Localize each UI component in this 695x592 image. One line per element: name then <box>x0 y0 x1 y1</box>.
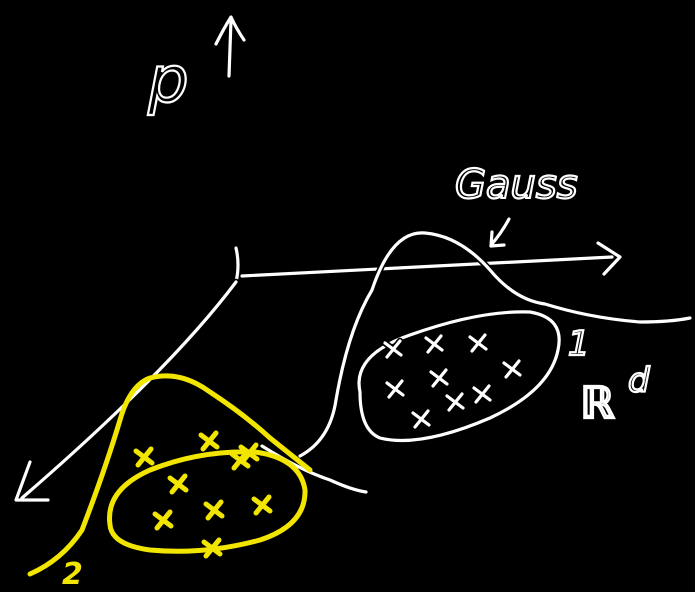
cluster-2-outline <box>107 449 308 554</box>
x-mark-icon <box>198 430 220 452</box>
x-mark-icon <box>167 473 189 495</box>
arrow-down-left-icon <box>12 278 240 504</box>
cluster-2-points <box>133 430 273 559</box>
x-mark-icon <box>152 509 174 531</box>
x-mark-icon <box>251 494 273 516</box>
x-mark-icon <box>422 332 446 356</box>
cluster-2-strokes <box>27 373 313 577</box>
x-mark-icon <box>427 366 451 390</box>
x-mark-icon <box>381 337 405 361</box>
x-mark-icon <box>443 390 467 414</box>
cluster-1-outline <box>355 308 563 444</box>
cluster-1-points <box>381 331 524 431</box>
cluster-2-label: 2 <box>62 557 83 592</box>
cluster-1-label: 1 <box>568 324 590 364</box>
x-mark-icon <box>133 446 155 468</box>
arrow-down-icon <box>487 215 513 250</box>
x-mark-icon <box>500 357 524 381</box>
x-mark-icon <box>383 377 407 401</box>
arrow-up-icon <box>212 13 248 80</box>
cluster-2-bell <box>27 373 313 577</box>
arrow-right-icon <box>238 239 624 280</box>
space-exponent: d <box>628 361 650 401</box>
x-mark-icon <box>229 449 251 471</box>
x-mark-icon <box>470 382 494 406</box>
x-mark-icon <box>466 331 490 355</box>
x-mark-icon <box>409 407 433 431</box>
gauss-label: Gauss <box>455 162 578 208</box>
density-axis-label: p <box>147 44 189 118</box>
x-mark-icon <box>201 537 223 559</box>
x-mark-icon <box>203 499 225 521</box>
space-label: ℝ <box>580 378 615 429</box>
labels: p Gauss 1 ℝ d 2 <box>62 43 651 592</box>
